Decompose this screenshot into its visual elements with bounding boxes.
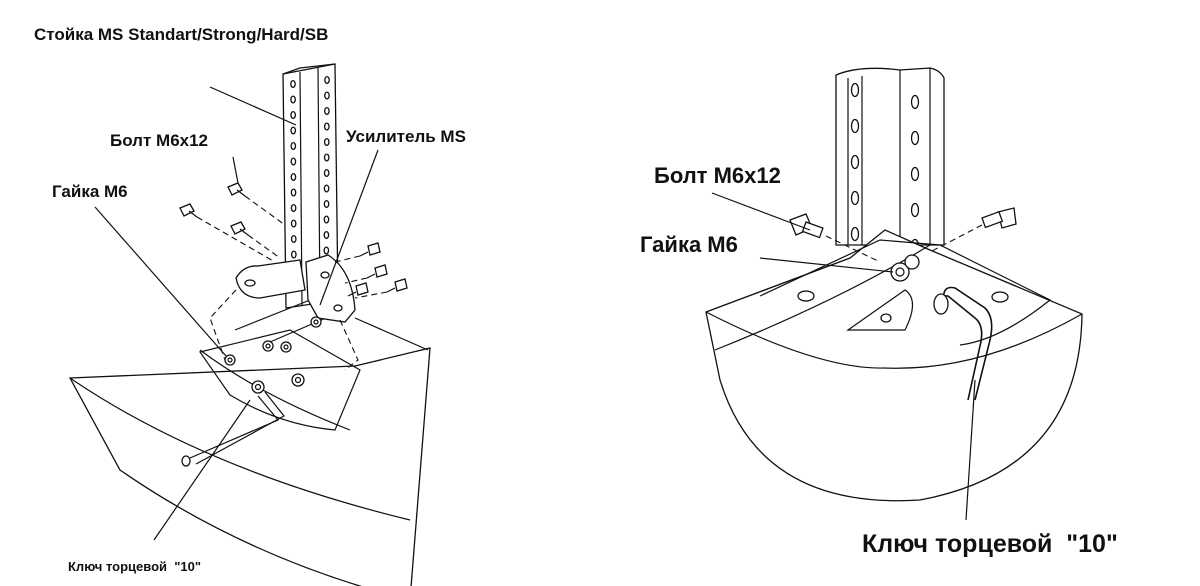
- post-hole: [323, 122, 330, 131]
- nut-icon: [291, 373, 305, 387]
- post-hole: [850, 190, 860, 206]
- left-bolt-label: Болт М6х12: [110, 131, 209, 150]
- post-hole: [323, 168, 330, 178]
- post-hole: [323, 184, 330, 193]
- post-hole: [850, 226, 860, 242]
- nut-icon: [251, 380, 265, 394]
- bolt-icon: [347, 282, 369, 297]
- post-hole: [290, 172, 297, 182]
- post-hole: [323, 215, 330, 224]
- right-base-cutaway: [705, 229, 1083, 502]
- left-assembly-lines: [196, 195, 388, 371]
- bolt-icon: [179, 203, 198, 218]
- post-hole: [290, 126, 297, 135]
- bolt-icon: [230, 221, 249, 236]
- post-hole: [323, 153, 330, 162]
- right-nut-label: Гайка М6: [640, 232, 738, 257]
- post-hole: [910, 130, 920, 146]
- post-hole: [290, 219, 297, 228]
- right-socket-wrench-label: Ключ торцевой "10": [862, 530, 1118, 558]
- left-base-cutaway: [68, 299, 431, 586]
- post-hole: [323, 137, 330, 147]
- right-bolt-icon: [789, 213, 824, 239]
- left-leader-lines: [94, 86, 429, 541]
- left-nut-label: Гайка М6: [52, 182, 128, 201]
- right-upright-post: [835, 67, 945, 254]
- post-hole: [850, 82, 860, 98]
- nut-icon: [262, 340, 274, 352]
- nut-icon: [280, 341, 292, 353]
- right-socket-wrench-icon: [933, 286, 993, 401]
- post-hole: [290, 110, 296, 120]
- post-hole: [910, 94, 920, 110]
- right-leader-lines: [711, 192, 976, 521]
- left-assembly: [68, 63, 431, 586]
- post-hole: [910, 202, 920, 218]
- post-hole: [323, 199, 330, 209]
- bolt-icon: [359, 242, 381, 257]
- post-hole: [323, 230, 330, 240]
- post-hole: [324, 106, 330, 116]
- post-hole: [324, 75, 330, 85]
- post-hole: [323, 246, 330, 255]
- post-hole: [290, 250, 297, 259]
- nut-icon: [310, 316, 322, 328]
- post-hole: [290, 79, 296, 89]
- left-reinforcement-bracket: [235, 254, 356, 323]
- post-hole: [290, 203, 297, 213]
- post-hole: [290, 188, 297, 197]
- bolt-icon: [366, 264, 388, 279]
- post-hole: [910, 166, 920, 182]
- post-hole: [290, 141, 297, 151]
- post-hole: [324, 91, 330, 100]
- left-figure-title: Стойка MS Standart/Strong/Hard/SB: [34, 25, 329, 44]
- post-hole: [290, 157, 297, 166]
- bolt-icon: [386, 278, 408, 293]
- right-bolt-label: Болт М6х12: [654, 163, 781, 188]
- left-socket-wrench-label: Ключ торцевой "10": [68, 559, 202, 574]
- post-hole: [290, 95, 296, 104]
- right-assembly: [705, 67, 1083, 521]
- post-hole: [290, 234, 297, 244]
- bolt-icon: [227, 182, 246, 197]
- right-nut-icon: [890, 254, 920, 282]
- left-reinforcement-label: Усилитель MS: [346, 127, 466, 146]
- right-bolt-icon: [981, 207, 1017, 229]
- post-hole: [850, 154, 860, 170]
- nut-icon: [224, 354, 236, 366]
- post-hole: [850, 118, 860, 134]
- left-bolts: [179, 182, 408, 297]
